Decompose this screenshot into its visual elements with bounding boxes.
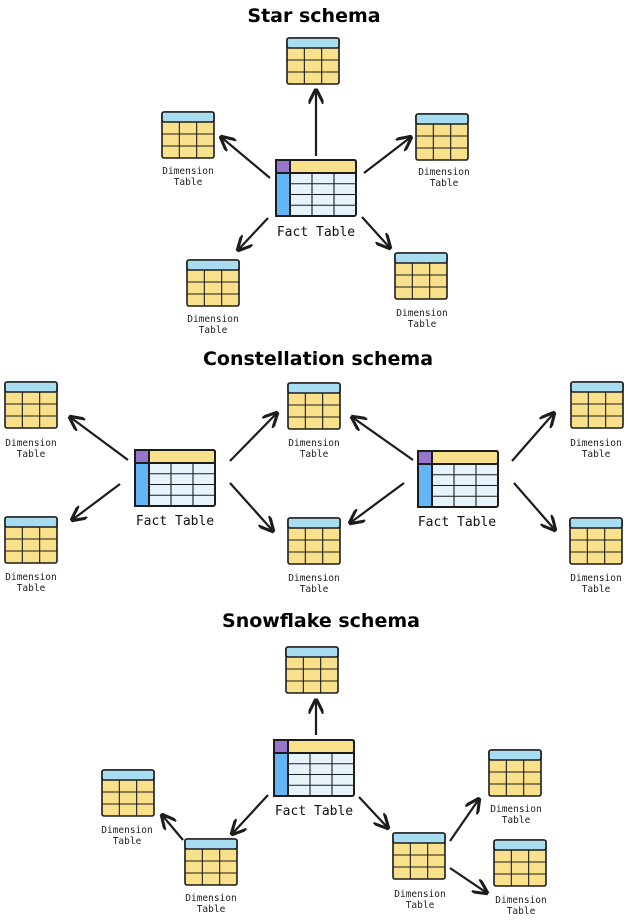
constellation-dim5-label-line2: Table: [582, 449, 611, 460]
star-dim-right-label-line2: Table: [430, 178, 459, 189]
snowflake-dim-left-icon: [101, 769, 155, 817]
constellation-dim1-label-line1: Dimension: [5, 438, 56, 449]
constellation-fact1-label: Fact Table: [136, 514, 214, 529]
constellation-arrow5: [352, 417, 414, 461]
snowflake-schema-title: Snowflake schema: [222, 610, 420, 632]
constellation-dim5-icon: [570, 381, 624, 429]
star-dim-top-icon: [286, 37, 340, 85]
snowflake-dim-subbottom-label-line1: Dimension: [495, 895, 546, 906]
snowflake-dim-subtop-label-line1: Dimension: [490, 804, 541, 815]
constellation-dim6-icon: [569, 517, 623, 565]
snowflake-dim-left-label-line1: Dimension: [101, 825, 152, 836]
star-fact-label: Fact Table: [277, 225, 355, 240]
constellation-dim4-label-line1: Dimension: [288, 573, 339, 584]
snowflake-dim-subbottom-icon: [493, 839, 547, 887]
snowflake-fact-label: Fact Table: [275, 804, 353, 819]
star-arrow-left: [221, 137, 271, 179]
star-arrow-bottomleft: [238, 217, 269, 250]
snowflake-dim-bottomleft-label-line1: Dimension: [185, 893, 236, 904]
constellation-arrow3: [229, 413, 277, 462]
star-dim-left-label-line1: Dimension: [162, 166, 213, 177]
constellation-arrow7: [511, 413, 554, 462]
constellation-dim2-icon: [4, 516, 58, 564]
constellation-dim6-label-line2: Table: [582, 584, 611, 595]
snowflake-arrow-bottomleft: [232, 794, 269, 834]
tables: [4, 37, 624, 887]
constellation-dim4-label-line2: Table: [300, 584, 329, 595]
labels: Fact TableDimensionTableDimensionTableDi…: [5, 166, 621, 917]
star-dim-bottomleft-icon: [186, 259, 240, 307]
constellation-dim1-icon: [4, 381, 58, 429]
snowflake-dim-subtop-label-line2: Table: [502, 815, 531, 826]
star-dim-bottomleft-label-line2: Table: [199, 325, 228, 336]
star-dim-right-icon: [415, 113, 469, 161]
snowflake-dim-subtop-icon: [488, 749, 542, 797]
constellation-fact2-icon: [417, 450, 499, 508]
snowflake-dim-left-label-line2: Table: [113, 836, 142, 847]
snowflake-dim-top-icon: [285, 646, 339, 694]
constellation-fact2-label: Fact Table: [418, 515, 496, 530]
snowflake-arrow-sub-down: [449, 867, 487, 893]
constellation-fact1-icon: [134, 449, 216, 507]
snowflake-arrow-sub-left: [162, 815, 184, 841]
snowflake-arrow-bottomright: [358, 796, 388, 828]
snowflake-dim-bottomleft-icon: [184, 838, 238, 886]
snowflake-dim-bottomright-label-line1: Dimension: [394, 889, 445, 900]
star-fact-table-icon: [275, 159, 357, 217]
snowflake-fact-table-icon: [273, 739, 355, 797]
star-dim-left-icon: [161, 111, 215, 159]
constellation-dim3-icon: [287, 382, 341, 430]
constellation-dim2-label-line1: Dimension: [5, 572, 56, 583]
snowflake-dim-bottomright-icon: [392, 832, 446, 880]
constellation-dim2-label-line2: Table: [17, 583, 46, 594]
constellation-arrow4: [229, 482, 273, 531]
snowflake-dim-bottomright-label-line2: Table: [406, 900, 435, 911]
constellation-arrow1: [70, 417, 129, 461]
constellation-schema-title: Constellation schema: [203, 348, 433, 370]
star-arrow-right: [363, 137, 411, 174]
star-dim-bottomright-label-line1: Dimension: [396, 308, 447, 319]
constellation-arrow2: [72, 483, 121, 520]
constellation-arrow8: [513, 482, 555, 530]
snowflake-arrow-sub-up: [449, 799, 479, 842]
star-arrow-bottomright: [361, 216, 390, 248]
constellation-dim4-icon: [287, 517, 341, 565]
star-dim-bottomright-icon: [394, 252, 448, 300]
constellation-arrow6: [350, 482, 405, 523]
snowflake-dim-bottomleft-label-line2: Table: [197, 904, 226, 915]
constellation-dim1-label-line2: Table: [17, 449, 46, 460]
constellation-dim5-label-line1: Dimension: [570, 438, 621, 449]
arrows: [70, 90, 555, 893]
star-dim-bottomleft-label-line1: Dimension: [187, 314, 238, 325]
star-schema-title: Star schema: [247, 5, 380, 27]
snowflake-dim-subbottom-label-line2: Table: [507, 906, 536, 917]
star-dim-left-label-line2: Table: [174, 177, 203, 188]
star-dim-bottomright-label-line2: Table: [408, 319, 437, 330]
constellation-dim6-label-line1: Dimension: [570, 573, 621, 584]
constellation-dim3-label-line1: Dimension: [288, 438, 339, 449]
star-dim-right-label-line1: Dimension: [418, 167, 469, 178]
constellation-dim3-label-line2: Table: [300, 449, 329, 460]
